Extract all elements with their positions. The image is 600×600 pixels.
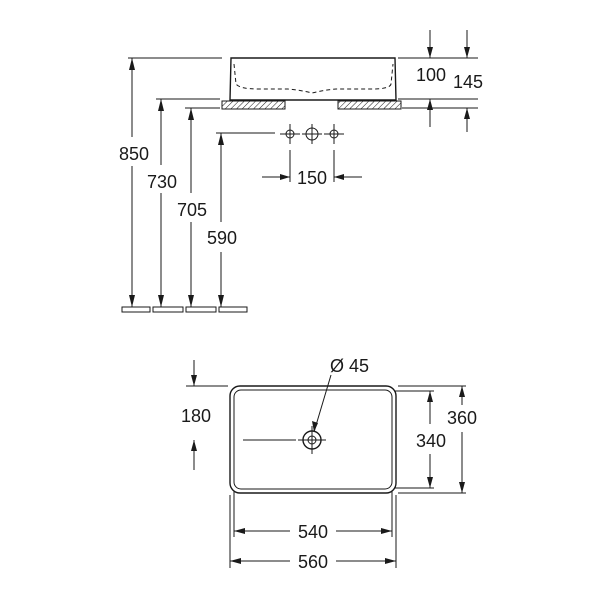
offset-180-label: 180 (181, 406, 211, 426)
width-540-label: 540 (298, 522, 328, 542)
dim-overall-depth-145: 145 (453, 30, 483, 132)
tap-hole-right-icon (324, 124, 344, 144)
height-730-label: 730 (147, 172, 177, 192)
height-590-label: 590 (207, 228, 237, 248)
dim-drain-offset-180: 180 (181, 360, 228, 470)
basin-top-outline (229, 385, 397, 494)
depth-100-label: 100 (416, 65, 446, 85)
dim-outer-width-560: 560 (230, 552, 396, 572)
dim-inner-width-540: 540 (234, 522, 392, 542)
tap-hole-center-icon (302, 124, 322, 144)
tap-spacing-label: 150 (297, 168, 327, 188)
dim-outer-depth-360: 360 (447, 386, 477, 493)
floor-line (121, 306, 248, 313)
height-850-label: 850 (119, 144, 149, 164)
dim-height-730: 730 (147, 99, 177, 307)
tap-hole-left-icon (280, 124, 300, 144)
dim-height-705: 705 (177, 108, 207, 307)
countertop-section (221, 100, 402, 110)
dim-height-850: 850 (119, 58, 149, 307)
basin-side-outline (229, 57, 397, 101)
tap-hole-symbols (280, 124, 344, 144)
depth-340-label: 340 (416, 431, 446, 451)
drain-hole-icon (298, 426, 326, 454)
depth-360-label: 360 (447, 408, 477, 428)
dim-height-590: 590 (207, 133, 237, 307)
dim-inner-depth-340: 340 (416, 391, 446, 488)
top-view: Ø 45 180 340 360 (181, 356, 477, 572)
depth-145-label: 145 (453, 72, 483, 92)
dim-basin-depth-100: 100 (416, 30, 446, 127)
side-view: 150 850 730 705 59 (119, 30, 483, 313)
dim-drain-diameter: Ø 45 (312, 356, 369, 433)
width-560-label: 560 (298, 552, 328, 572)
height-705-label: 705 (177, 200, 207, 220)
drain-diameter-label: Ø 45 (330, 356, 369, 376)
dim-tap-spacing: 150 (262, 150, 362, 188)
